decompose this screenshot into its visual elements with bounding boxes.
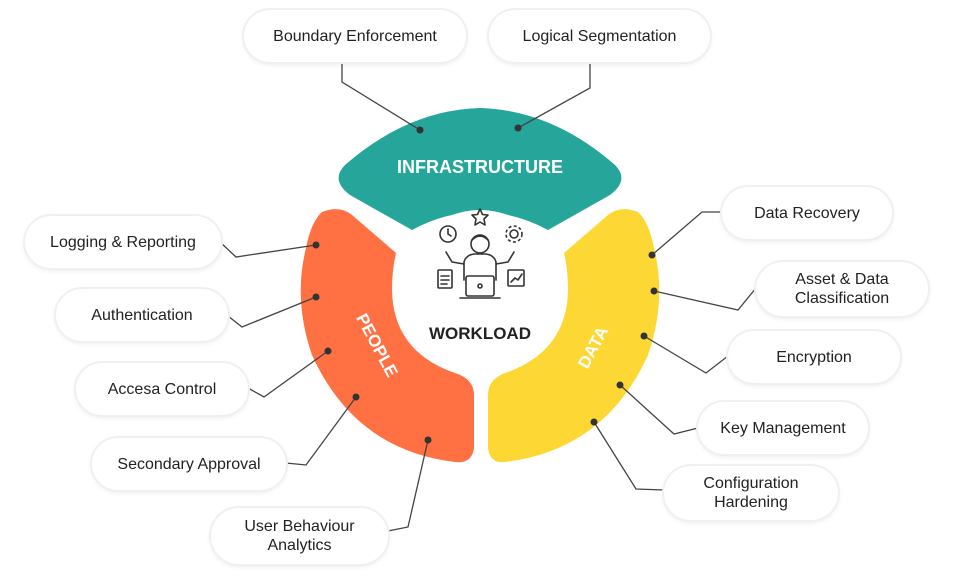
segment-people bbox=[300, 209, 474, 463]
label-logging-reporting: Logging & Reporting bbox=[25, 216, 221, 268]
label-data-recovery: Data Recovery bbox=[722, 187, 892, 239]
connector-configuration bbox=[593, 421, 665, 491]
connector-key-management bbox=[619, 384, 699, 435]
person-multitasking-icon bbox=[437, 234, 525, 299]
label-secondary-approval: Secondary Approval bbox=[92, 438, 286, 490]
gear-icon bbox=[505, 225, 523, 243]
laptop-icon bbox=[465, 275, 495, 297]
chart-icon bbox=[507, 269, 525, 287]
label-configuration-hardening: Configuration Hardening bbox=[664, 466, 838, 520]
connector-logging-reporting bbox=[219, 241, 317, 258]
label-boundary-enforcement: Boundary Enforcement bbox=[244, 10, 466, 62]
label-user-behaviour-analytics: User Behaviour Analytics bbox=[211, 508, 388, 564]
segment-label-infrastructure: INFRASTRUCTURE bbox=[397, 157, 563, 177]
connector-access-control bbox=[247, 350, 329, 398]
clock-icon bbox=[439, 225, 457, 243]
label-key-management: Key Management bbox=[698, 402, 868, 454]
label-encryption: Encryption bbox=[728, 331, 900, 383]
label-asset-data-classification: Asset & Data Classification bbox=[756, 262, 928, 316]
connector-secondary-approval bbox=[285, 396, 357, 466]
label-authentication: Authentication bbox=[56, 289, 228, 341]
center-circle bbox=[398, 210, 562, 374]
connector-user-behaviour bbox=[387, 439, 429, 532]
connector-authentication bbox=[227, 296, 317, 328]
center-label: WORKLOAD bbox=[429, 324, 531, 343]
connector-data-recovery bbox=[651, 211, 722, 256]
connector-asset-data bbox=[653, 287, 757, 311]
document-icon bbox=[437, 269, 453, 289]
label-logical-segmentation: Logical Segmentation bbox=[489, 10, 710, 62]
connector-logical-segmentation bbox=[517, 62, 591, 129]
star-icon bbox=[471, 208, 489, 226]
connector-encryption bbox=[643, 335, 729, 374]
connector-dots bbox=[312, 124, 658, 444]
label-access-control: Accesa Control bbox=[76, 363, 248, 415]
connector-boundary-enforcement bbox=[341, 62, 421, 131]
connectors bbox=[219, 62, 757, 532]
segment-data bbox=[488, 209, 660, 463]
segment-infrastructure bbox=[338, 108, 622, 230]
